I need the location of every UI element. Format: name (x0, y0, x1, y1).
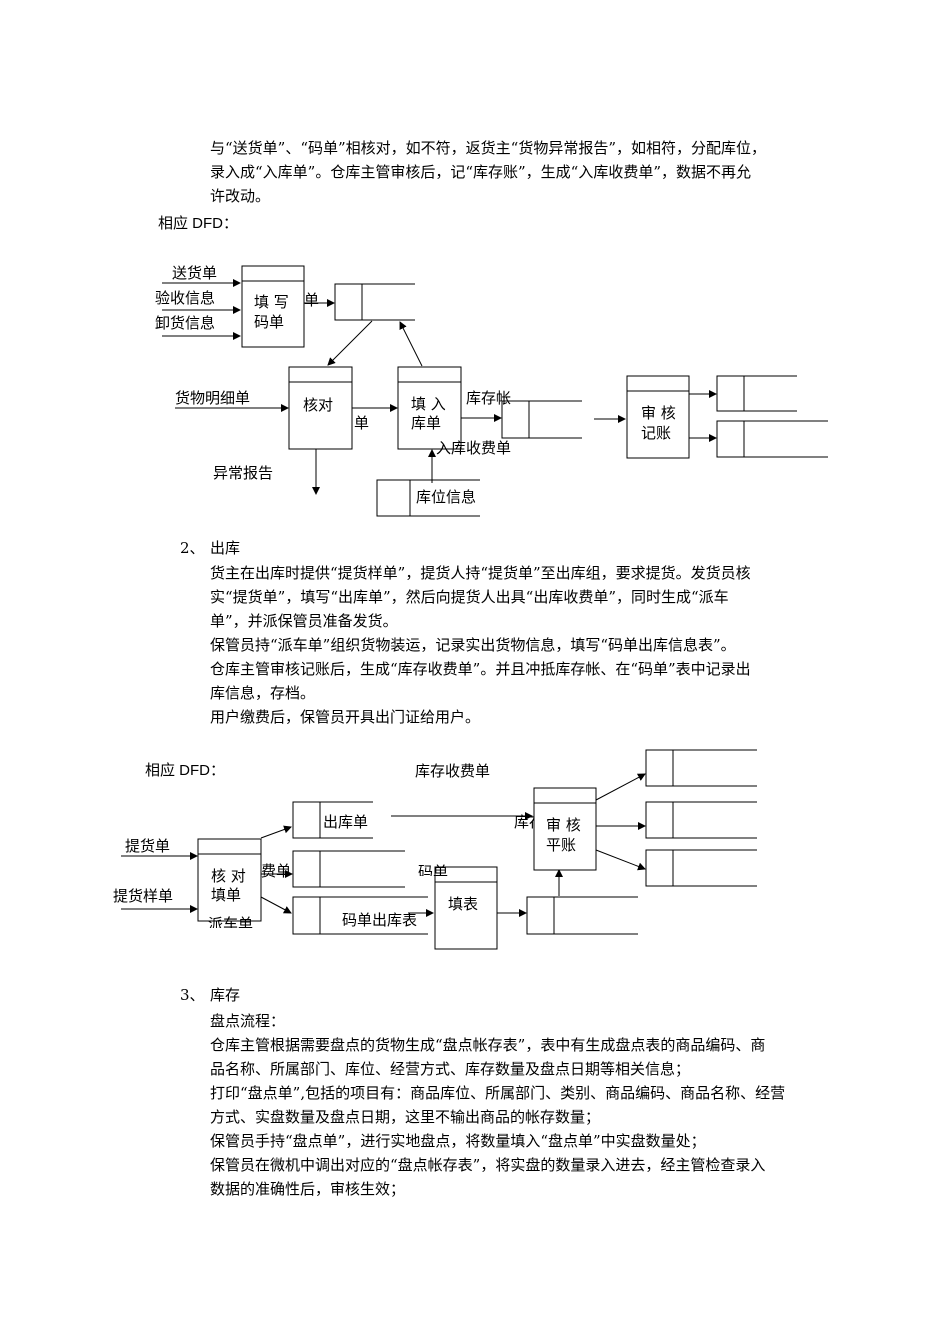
process-fill-code (241, 265, 305, 348)
flow-arrow (399, 321, 423, 367)
flow-label: 费单 (261, 862, 291, 880)
process-label: 核对 (303, 396, 334, 414)
process-label: 核 对 (211, 867, 246, 885)
flow-label: 单 (304, 291, 320, 309)
text-line: 用户缴费后，保管员开具出门证给用户。 (210, 708, 481, 726)
data-store-output (716, 375, 797, 412)
flow-label: 单 (354, 414, 370, 432)
data-store-dispatch (292, 896, 428, 935)
data-store-code (334, 283, 415, 321)
flow-label: 派车单 (208, 915, 254, 928)
flow-label: 库存帐 (466, 389, 512, 407)
text-line: 许改动。 (210, 187, 271, 205)
dfd2-caption: 相应 DFD： (145, 762, 225, 779)
text-line: 保管员手持“盘点单”，进行实地盘点，将数量填入“盘点单”中实盘数量处； (210, 1132, 706, 1150)
process-fill-in (397, 366, 462, 450)
store-label: 出库单 (323, 813, 369, 831)
process-label: 码单 (254, 313, 285, 331)
input-label: 送货单 (172, 264, 218, 282)
text-line: 单”，并派保管员准备发货。 (210, 612, 398, 630)
input-label: 验收信息 (155, 289, 216, 307)
section-number: 3、 (180, 986, 205, 1004)
text-line: 打印“盘点单”,包括的项目有：商品库位、所属部门、类别、商品编码、商品名称、经营 (210, 1084, 786, 1102)
data-store-location (376, 479, 480, 517)
data-store-code-out (526, 896, 638, 935)
data-store-fee (292, 850, 405, 888)
process-audit-balance (533, 787, 597, 871)
intro-paragraph: 与“送货单”、“码单”相核对，如不符，返货主“货物异常报告”，如相符，分配库位，… (210, 136, 840, 208)
data-store-output (645, 849, 757, 887)
text-line: 货主在出库时提供“提货样单”，提货人持“提货单”至出库组，要求提货。发货员核 (210, 564, 751, 582)
process-check-fill (197, 838, 262, 922)
process-label: 库单 (411, 414, 442, 432)
text-line: 库信息，存档。 (210, 684, 316, 702)
process-audit (626, 375, 690, 459)
text-line: 实“提货单”，填写“出库单”，然后向提货人出具“出库收费单”，同时生成“派车 (210, 588, 729, 606)
data-store-stock (501, 400, 582, 439)
process-label: 平账 (546, 836, 577, 854)
flow-arrow (595, 773, 646, 801)
dfd1-caption: 相应 DFD： (158, 215, 238, 232)
flow-label: 库存 (514, 813, 534, 831)
input-label: 提货样单 (113, 887, 174, 905)
data-store-output (645, 801, 757, 839)
data-store-output (645, 749, 757, 787)
flow-label: 入库收费单 (436, 439, 512, 457)
text-line: 保管员在微机中调出对应的“盘点帐存表”，将实盘的数量录入进去，经主管检查录入 (210, 1156, 766, 1174)
flow-arrow (260, 825, 292, 839)
text-line: 仓库主管根据需要盘点的货物生成“盘点帐存表”，表中有生成盘点表的商品编码、商 (210, 1036, 766, 1054)
process-label: 审 核 (641, 404, 676, 422)
process-label: 审 核 (546, 816, 581, 834)
process-label: 填单 (211, 886, 242, 904)
process-label: 填 入 (411, 395, 446, 413)
flow-label: 码单出库表 (342, 911, 418, 929)
section2-paragraph: 货主在出库时提供“提货样单”，提货人持“提货单”至出库组，要求提货。发货员核 实… (210, 561, 840, 729)
flow-arrow (595, 849, 646, 871)
input-label: 货物明细单 (175, 389, 251, 407)
process-fill-table (434, 866, 498, 950)
input-label: 提货单 (125, 837, 171, 855)
text-line: 保管员持“派车单”组织货物装运，记录实出货物信息，填写“码单出库信息表”。 (210, 636, 736, 654)
data-store-output (716, 420, 828, 458)
process-label: 填表 (448, 895, 479, 913)
section-number: 2、 (180, 539, 205, 557)
section3-paragraph: 盘点流程： 仓库主管根据需要盘点的货物生成“盘点帐存表”，表中有生成盘点表的商品… (210, 1009, 840, 1201)
text-line: 品名称、所属部门、库位、经营方式、库存数量及盘点日期等相关信息； (210, 1060, 691, 1078)
flow-label: 码单 (418, 863, 448, 876)
process-label: 记账 (641, 424, 672, 442)
section-title: 出库 (210, 539, 241, 557)
text-line: 与“送货单”、“码单”相核对，如不符，返货主“货物异常报告”，如相符，分配库位， (210, 139, 767, 157)
flow-label: 异常报告 (213, 464, 274, 482)
text-line: 数据的准确性后，审核生效； (210, 1180, 406, 1198)
process-label: 填 写 (254, 293, 289, 311)
input-label: 卸货信息 (155, 314, 216, 332)
section-title: 库存 (210, 986, 241, 1004)
data-store-out-bill (292, 801, 373, 839)
flow-label: 库存收费单 (415, 762, 491, 780)
text-line: 盘点流程： (210, 1012, 286, 1030)
flow-arrow (260, 896, 292, 914)
text-line: 方式、实盘数量及盘点日期，这里不输出商品的帐存数量； (210, 1108, 601, 1126)
text-line: 录入成“入库单”。仓库主管审核后，记“库存账”，生成“入库收费单”，数据不再允 (210, 163, 752, 181)
flow-arrow (327, 320, 373, 366)
store-label: 库位信息 (416, 488, 477, 506)
text-line: 仓库主管审核记账后，生成“库存收费单”。并且冲抵库存帐、在“码单”表中记录出 (210, 660, 751, 678)
